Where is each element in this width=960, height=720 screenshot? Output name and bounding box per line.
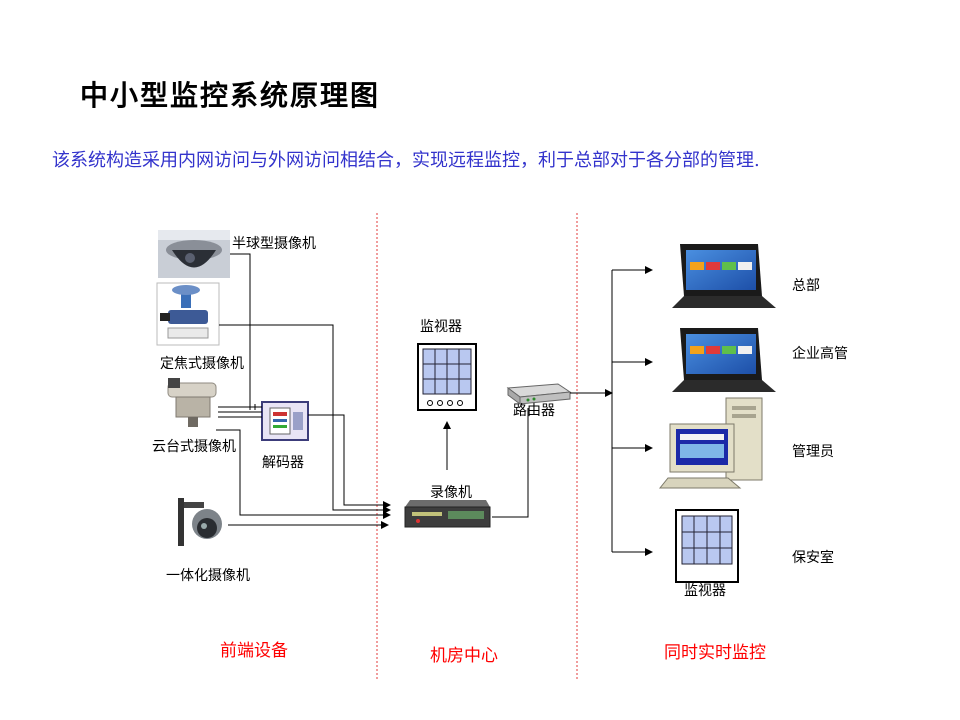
monitor-center-label: 监视器 (420, 319, 462, 335)
client-admin-label: 管理员 (792, 444, 834, 460)
recorder-label: 录像机 (430, 485, 472, 501)
recorder-router-line (492, 408, 529, 518)
page-subtitle: 该系统构造采用内网访问与外网访问相结合，实现远程监控，利于总部对于各分部的管理. (52, 150, 760, 171)
decoder-label: 解码器 (262, 455, 304, 471)
laptop-exec-icon (672, 328, 776, 392)
decoder-icon (261, 401, 309, 441)
router-icon (506, 383, 572, 405)
fixed-camera-icon (156, 282, 220, 346)
client-exec-label: 企业高管 (792, 346, 848, 362)
page-title: 中小型监控系统原理图 (80, 79, 381, 112)
monitor-center-icon (417, 343, 477, 411)
monitor-right-icon (675, 509, 739, 583)
fixed-camera-label: 定焦式摄像机 (160, 356, 244, 372)
recorder-icon (404, 500, 491, 528)
section-front-label: 前端设备 (220, 641, 288, 661)
section-realtime-label: 同时实时监控 (664, 643, 766, 663)
desktop-admin-icon (658, 397, 763, 489)
router-label: 路由器 (513, 403, 555, 419)
client-security-label: 保安室 (792, 550, 834, 566)
integrated-camera-label: 一体化摄像机 (166, 568, 250, 584)
ptz-camera-label: 云台式摄像机 (152, 439, 236, 455)
front-connections (216, 253, 391, 529)
dome-camera-icon (158, 230, 230, 278)
right-connections (570, 266, 653, 556)
client-hq-label: 总部 (792, 278, 820, 294)
monitor-right-label: 监视器 (684, 583, 726, 599)
section-machine-room-label: 机房中心 (430, 646, 498, 666)
laptop-hq-icon (672, 244, 776, 308)
integrated-camera-icon (172, 495, 228, 547)
ptz-camera-icon (167, 378, 217, 427)
dome-camera-label: 半球型摄像机 (232, 236, 316, 252)
